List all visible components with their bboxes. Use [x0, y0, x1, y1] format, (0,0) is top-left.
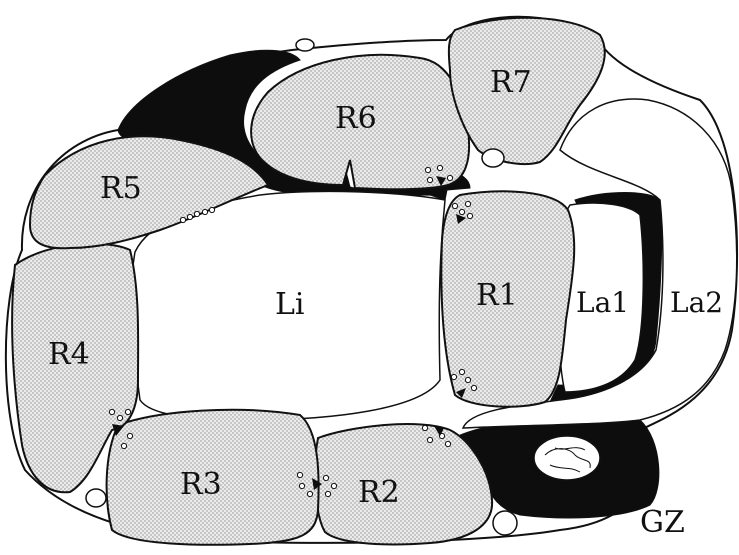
gz-nucleus [534, 436, 600, 480]
small-vesicle [296, 39, 314, 51]
label-r6: R6 [335, 101, 377, 136]
label-r3: R3 [180, 467, 222, 502]
label-gz: GZ [640, 505, 685, 540]
small-vesicle [482, 149, 504, 167]
label-r7: R7 [490, 65, 532, 100]
small-vesicle [86, 489, 106, 507]
small-vesicle [493, 511, 517, 535]
label-li: Li [275, 287, 305, 322]
label-r4: R4 [48, 337, 90, 372]
label-r5: R5 [100, 171, 142, 206]
label-r1: R1 [476, 278, 518, 313]
label-la1: La1 [576, 286, 629, 319]
label-r2: R2 [358, 475, 400, 510]
label-la2: La2 [670, 286, 723, 319]
r2-cell [315, 424, 492, 544]
